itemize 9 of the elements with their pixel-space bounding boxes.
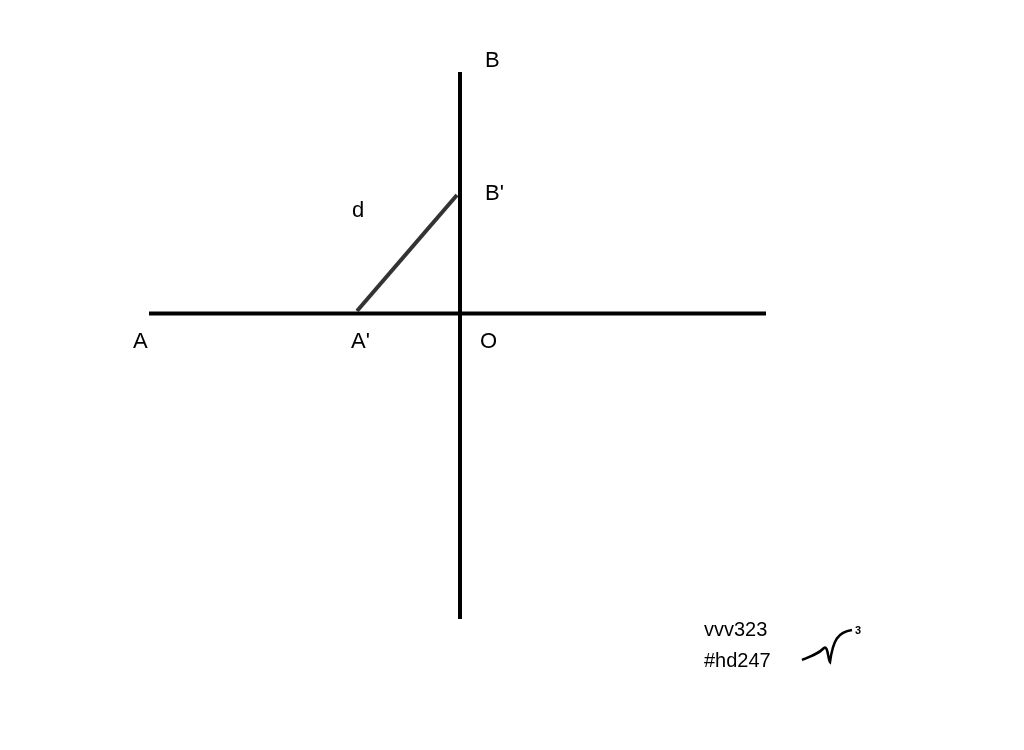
segment-label: d [352, 198, 365, 222]
point-label: B' [485, 181, 504, 205]
signature-text: vvv323 [704, 618, 768, 640]
point-label: A' [351, 329, 370, 353]
signature-text: #hd247 [704, 649, 771, 671]
point-label: B [485, 48, 500, 72]
point-label: A [133, 329, 148, 353]
point-label: O [480, 329, 498, 353]
signature-mark: 3 [855, 624, 862, 636]
